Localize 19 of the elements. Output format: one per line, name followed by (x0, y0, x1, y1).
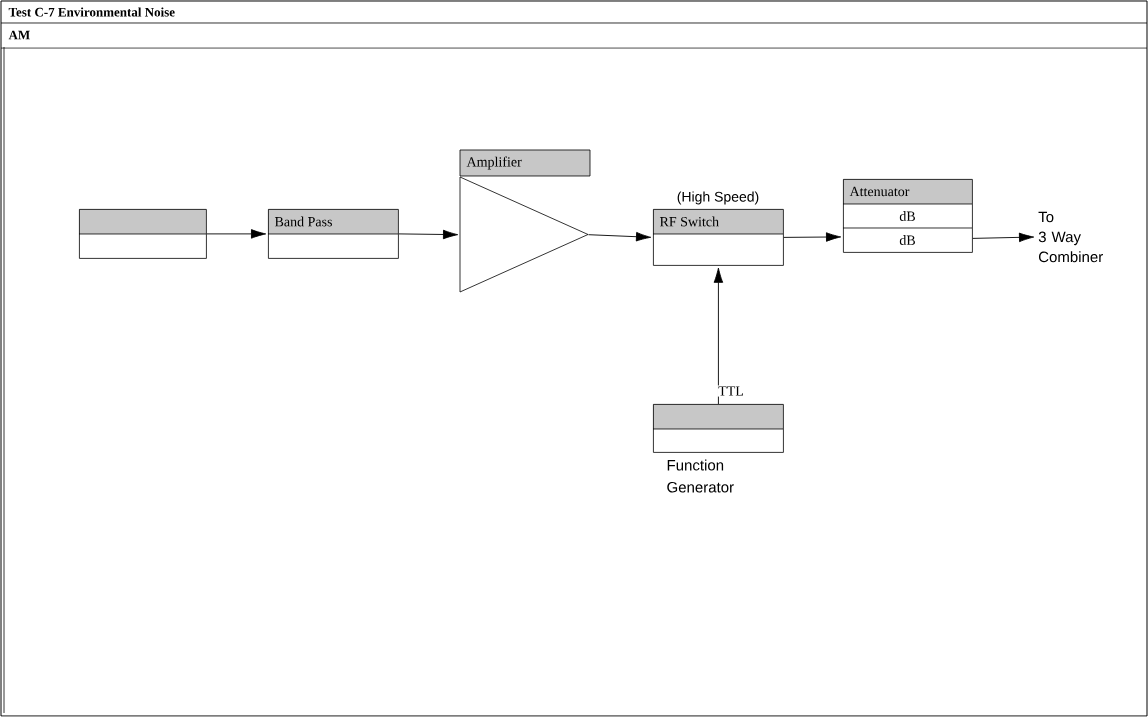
arrow (783, 232, 842, 242)
output-label: To 3 Way Combiner (1038, 211, 1103, 263)
arrow (398, 229, 459, 240)
block-box (652, 404, 784, 453)
arrow (206, 229, 267, 239)
amplifier-triangle: Amplifier (459, 149, 591, 293)
node-label: Function Generator (667, 459, 734, 493)
title: Test C-7 Environmental Noise (8, 7, 175, 17)
block-box: (High Speed) RF Switch (652, 191, 784, 266)
block-box: Band Pass (267, 209, 399, 259)
subtitle: AM (8, 30, 30, 40)
node-label: (High Speed) (677, 191, 759, 205)
arrow (587, 231, 652, 242)
arrow (713, 267, 724, 405)
block-box (78, 209, 207, 259)
attenuator-box: Attenuator dB dB (842, 179, 973, 253)
edge-label: TTL (717, 385, 745, 397)
node-label: Amplifier (466, 156, 522, 170)
arrow (972, 232, 1035, 243)
